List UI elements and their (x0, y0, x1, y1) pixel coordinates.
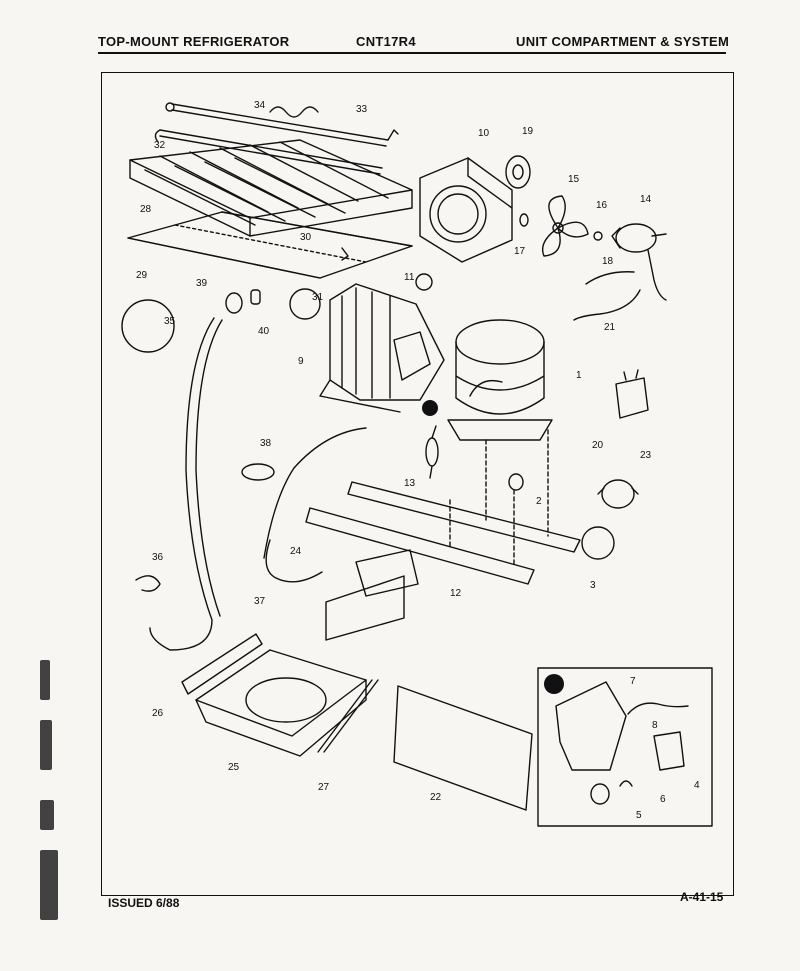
callout-26: 26 (152, 708, 164, 719)
motor-wiring-part (573, 289, 641, 321)
inset-marker-badge: 1 (544, 674, 564, 694)
callout-5: 5 (636, 810, 642, 821)
evaporator-cover-part (127, 211, 413, 279)
callout-4: 4 (694, 780, 700, 791)
callout-21: 21 (604, 322, 616, 333)
callout-6: 6 (660, 794, 666, 805)
callout-33: 33 (356, 104, 368, 115)
callout-22: 22 (430, 792, 442, 803)
grommet-part (415, 273, 433, 291)
mount-detail (581, 526, 615, 560)
compressor-marker-badge (422, 400, 438, 416)
defrost-terminator-detail (121, 299, 175, 353)
footer-issued: ISSUED 6/88 (108, 896, 180, 910)
filter-drier-part (425, 425, 439, 479)
heater-wire-part (269, 106, 319, 118)
callout-28: 28 (140, 204, 152, 215)
callout-12: 12 (450, 588, 462, 599)
hose-clamp-part (241, 463, 275, 481)
header-section: UNIT COMPARTMENT & SYSTEM (516, 34, 730, 49)
evaporator-part (129, 139, 413, 237)
callout-31: 31 (312, 292, 324, 303)
callout-14: 14 (640, 194, 652, 205)
fan-shroud-part (419, 157, 513, 263)
plug-part (250, 289, 261, 305)
header-model: CNT17R4 (356, 34, 416, 49)
refrigerant-tubing-part (263, 427, 367, 559)
inset-marker-text: 1 (551, 680, 557, 691)
callout-13: 13 (404, 478, 416, 489)
callout-19: 19 (522, 126, 534, 137)
callout-24: 24 (290, 546, 302, 557)
callout-35: 35 (164, 316, 176, 327)
callout-38: 38 (260, 438, 272, 449)
drain-pan-bracket-part (181, 633, 263, 695)
compressor-base-part (305, 429, 581, 585)
compressor-mount-part (508, 473, 524, 491)
condenser-part (319, 283, 445, 413)
fan-blade-part (505, 155, 531, 189)
drain-tube-part (165, 102, 399, 147)
condenser-fan-part (541, 195, 589, 257)
footer-page-code: A-41-15 (680, 890, 724, 904)
callout-34: 34 (254, 100, 266, 111)
cover-clip-part (341, 247, 349, 261)
drain-pan-rod-part (317, 679, 379, 753)
callout-30: 30 (300, 232, 312, 243)
callout-11: 11 (404, 272, 415, 283)
drain-hose-part (149, 317, 223, 651)
callout-2: 2 (536, 496, 542, 507)
callout-15: 15 (568, 174, 580, 185)
compressor-part (447, 319, 553, 441)
callout-39: 39 (196, 278, 208, 289)
callout-8: 8 (652, 720, 658, 731)
callout-40: 40 (258, 326, 270, 337)
callout-32: 32 (154, 140, 166, 151)
fan-washer-part (519, 213, 529, 227)
callout-3: 3 (590, 580, 596, 591)
mounting-bracket-part (325, 549, 419, 641)
callout-25: 25 (228, 762, 240, 773)
callout-37: 37 (254, 596, 266, 607)
drain-valve-part (135, 575, 161, 592)
relay-part (597, 479, 639, 509)
scan-mark (40, 850, 58, 920)
scan-mark (40, 800, 54, 830)
fan-motor-part (611, 223, 667, 301)
callout-18: 18 (602, 256, 614, 267)
callout-23: 23 (640, 450, 652, 461)
callout-27: 27 (318, 782, 330, 793)
fastener-part (225, 292, 243, 314)
callout-16: 16 (596, 200, 608, 211)
scan-mark (40, 720, 52, 770)
callout-17: 17 (514, 246, 526, 257)
callout-labels: 1234567891011121314151617181920212223242… (136, 100, 700, 821)
sensor-detail (289, 288, 321, 320)
callout-1: 1 (576, 370, 582, 381)
wire-harness-part (265, 539, 323, 583)
capacitor-part (615, 369, 649, 419)
motor-bracket-part (585, 271, 635, 285)
scan-mark (40, 660, 50, 700)
callout-36: 36 (152, 552, 164, 563)
callout-20: 20 (592, 440, 604, 451)
callout-10: 10 (478, 128, 490, 139)
rear-access-panel-part (393, 685, 533, 811)
callout-7: 7 (630, 676, 636, 687)
diagram-frame (101, 72, 734, 896)
callout-29: 29 (136, 270, 148, 281)
inset-parts (555, 681, 689, 805)
inset-detail-box (537, 667, 713, 827)
drain-pan-part (195, 649, 367, 757)
fan-clip-part (593, 231, 603, 241)
header-left: TOP-MOUNT REFRIGERATOR (98, 34, 290, 49)
callout-9: 9 (298, 356, 304, 367)
header-rule (98, 52, 726, 54)
